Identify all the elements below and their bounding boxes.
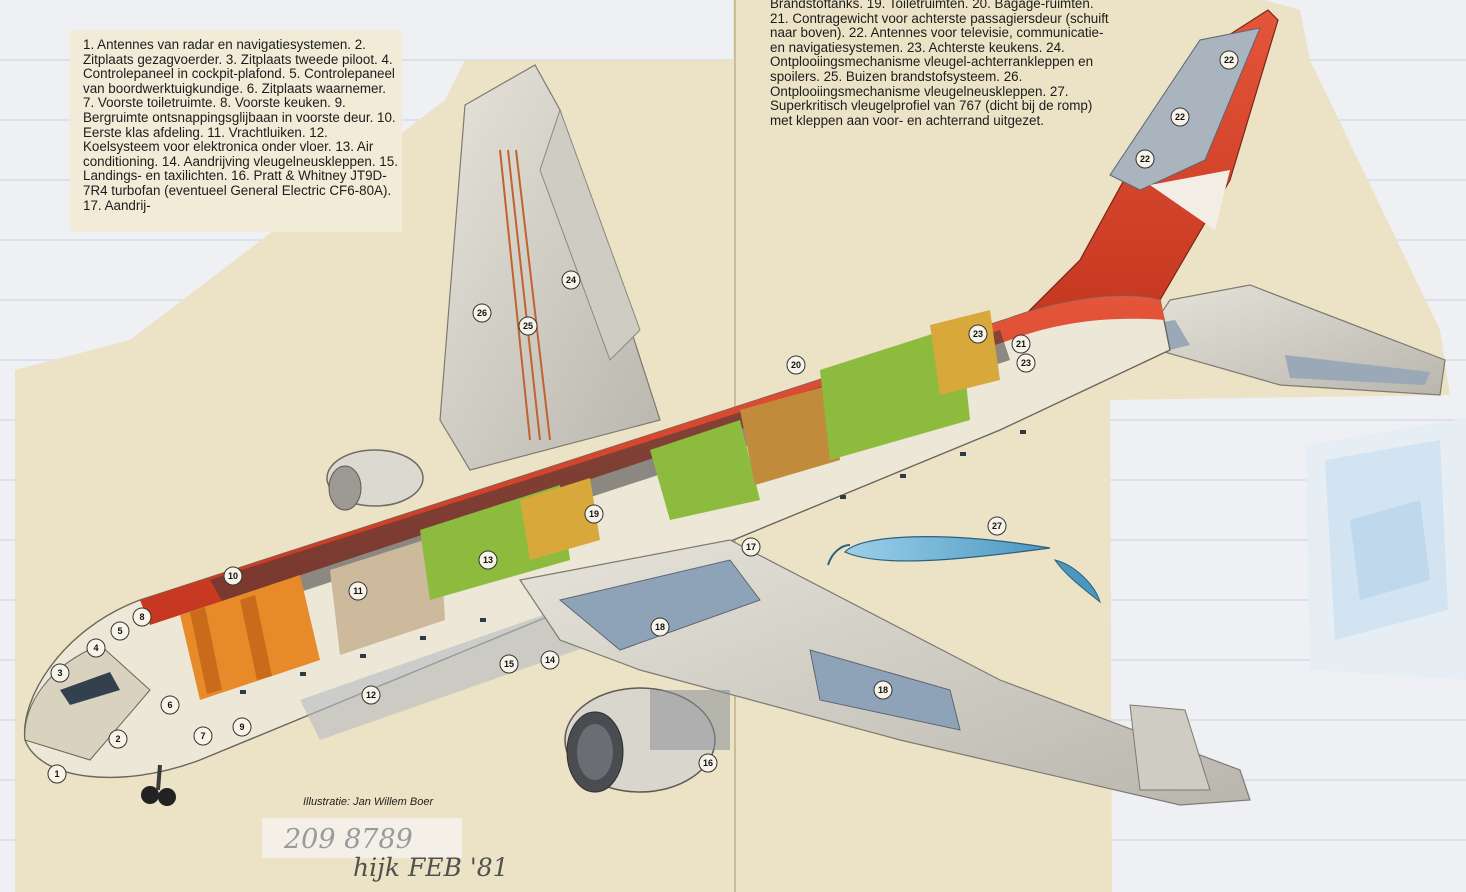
svg-text:22: 22: [1140, 154, 1150, 164]
svg-text:18: 18: [878, 685, 888, 695]
callout-13: 13: [478, 550, 498, 570]
svg-text:22: 22: [1224, 55, 1234, 65]
callout-2: 2: [108, 729, 128, 749]
legend-right: Brandstoftanks. 19. Toiletruimten. 20. B…: [770, 0, 1109, 128]
nose-gear: [141, 764, 176, 806]
callout-14: 14: [540, 650, 560, 670]
callout-22-bottom: 22: [1135, 149, 1155, 169]
callout-21: 21: [1011, 334, 1031, 354]
callout-6: 6: [160, 695, 180, 715]
upper-wing: [326, 64, 661, 511]
svg-text:22: 22: [1175, 112, 1185, 122]
svg-text:27: 27: [992, 521, 1002, 531]
svg-text:13: 13: [483, 555, 493, 565]
svg-text:11: 11: [353, 586, 363, 596]
svg-text:21: 21: [1016, 339, 1026, 349]
wing-profile-27: [827, 536, 1101, 604]
callout-22-top: 22: [1219, 50, 1239, 70]
callout-16: 16: [698, 753, 718, 773]
callout-23-upper: 23: [968, 324, 988, 344]
svg-text:3: 3: [57, 668, 62, 678]
svg-text:9: 9: [239, 722, 244, 732]
svg-text:20: 20: [791, 360, 801, 370]
callout-15: 15: [499, 654, 519, 674]
callout-23-lower: 23: [1016, 353, 1036, 373]
svg-text:5: 5: [117, 626, 122, 636]
callout-18-fuselage: 18: [650, 617, 670, 637]
callout-19: 19: [584, 504, 604, 524]
svg-text:18: 18: [655, 622, 665, 632]
callout-10: 10: [223, 566, 243, 586]
callout-11: 11: [348, 581, 368, 601]
svg-text:23: 23: [1021, 358, 1031, 368]
svg-text:6: 6: [167, 700, 172, 710]
lower-engine: [564, 687, 730, 793]
svg-text:8: 8: [139, 612, 144, 622]
svg-text:2: 2: [115, 734, 120, 744]
callout-20: 20: [786, 355, 806, 375]
svg-text:15: 15: [504, 659, 514, 669]
callout-17: 17: [741, 537, 761, 557]
handwritten-date: hijk FEB '81: [353, 853, 509, 882]
callout-7: 7: [193, 726, 213, 746]
callout-9: 9: [232, 717, 252, 737]
svg-text:26: 26: [477, 308, 487, 318]
svg-text:4: 4: [93, 643, 98, 653]
callout-26: 26: [472, 303, 492, 323]
handwriting-sticker: [262, 818, 462, 858]
svg-text:1: 1: [54, 769, 59, 779]
callout-24: 24: [561, 270, 581, 290]
legend-left: 1. Antennes van radar en navigatiesystem…: [83, 37, 398, 213]
tape-patch: [1305, 418, 1466, 680]
callout-8: 8: [132, 607, 152, 627]
svg-text:25: 25: [523, 321, 533, 331]
svg-text:14: 14: [545, 655, 555, 665]
lower-wing: [518, 539, 1251, 806]
callout-12: 12: [361, 685, 381, 705]
callout-18-wing: 18: [873, 680, 893, 700]
callout-4: 4: [86, 638, 106, 658]
cabin-interior: [180, 310, 1000, 700]
callout-3: 3: [50, 663, 70, 683]
svg-text:7: 7: [200, 731, 205, 741]
legend-patch: [70, 30, 402, 232]
callout-27: 27: [987, 516, 1007, 536]
callout-25: 25: [518, 316, 538, 336]
illustration-credit: Illustratie: Jan Willem Boer: [303, 796, 434, 808]
callout-5: 5: [110, 621, 130, 641]
callout-1: 1: [47, 764, 67, 784]
handwritten-number: 209 8789: [284, 824, 413, 855]
svg-text:10: 10: [228, 571, 238, 581]
svg-text:19: 19: [589, 509, 599, 519]
svg-text:12: 12: [366, 690, 376, 700]
svg-text:24: 24: [566, 275, 576, 285]
svg-text:23: 23: [973, 329, 983, 339]
callout-22-middle: 22: [1170, 107, 1190, 127]
svg-text:17: 17: [746, 542, 756, 552]
svg-text:16: 16: [703, 758, 713, 768]
